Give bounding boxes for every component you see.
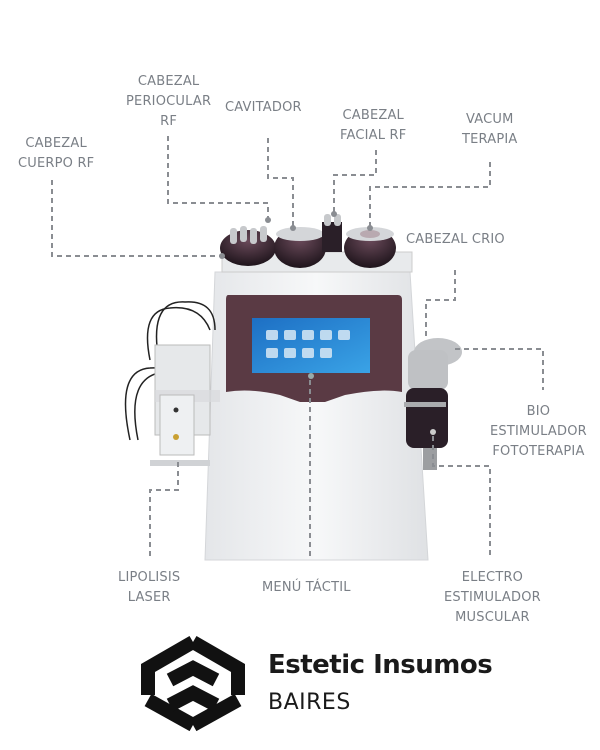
label-cabezal-crio: CABEZAL CRIO xyxy=(406,232,505,247)
machine-body xyxy=(204,271,429,561)
brand-name: Estetic Insumos xyxy=(268,650,493,680)
top-heads xyxy=(220,214,413,273)
label-cavitador: CAVITADOR xyxy=(225,100,302,115)
brand-subtitle: BAIRES xyxy=(268,690,351,715)
brand-logo-icon xyxy=(141,635,245,732)
label-menu-tactil: MENÚ TÁCTIL xyxy=(262,580,351,595)
touch-screen xyxy=(252,318,370,373)
connector-lines xyxy=(51,136,544,560)
right-handpieces xyxy=(404,338,462,470)
